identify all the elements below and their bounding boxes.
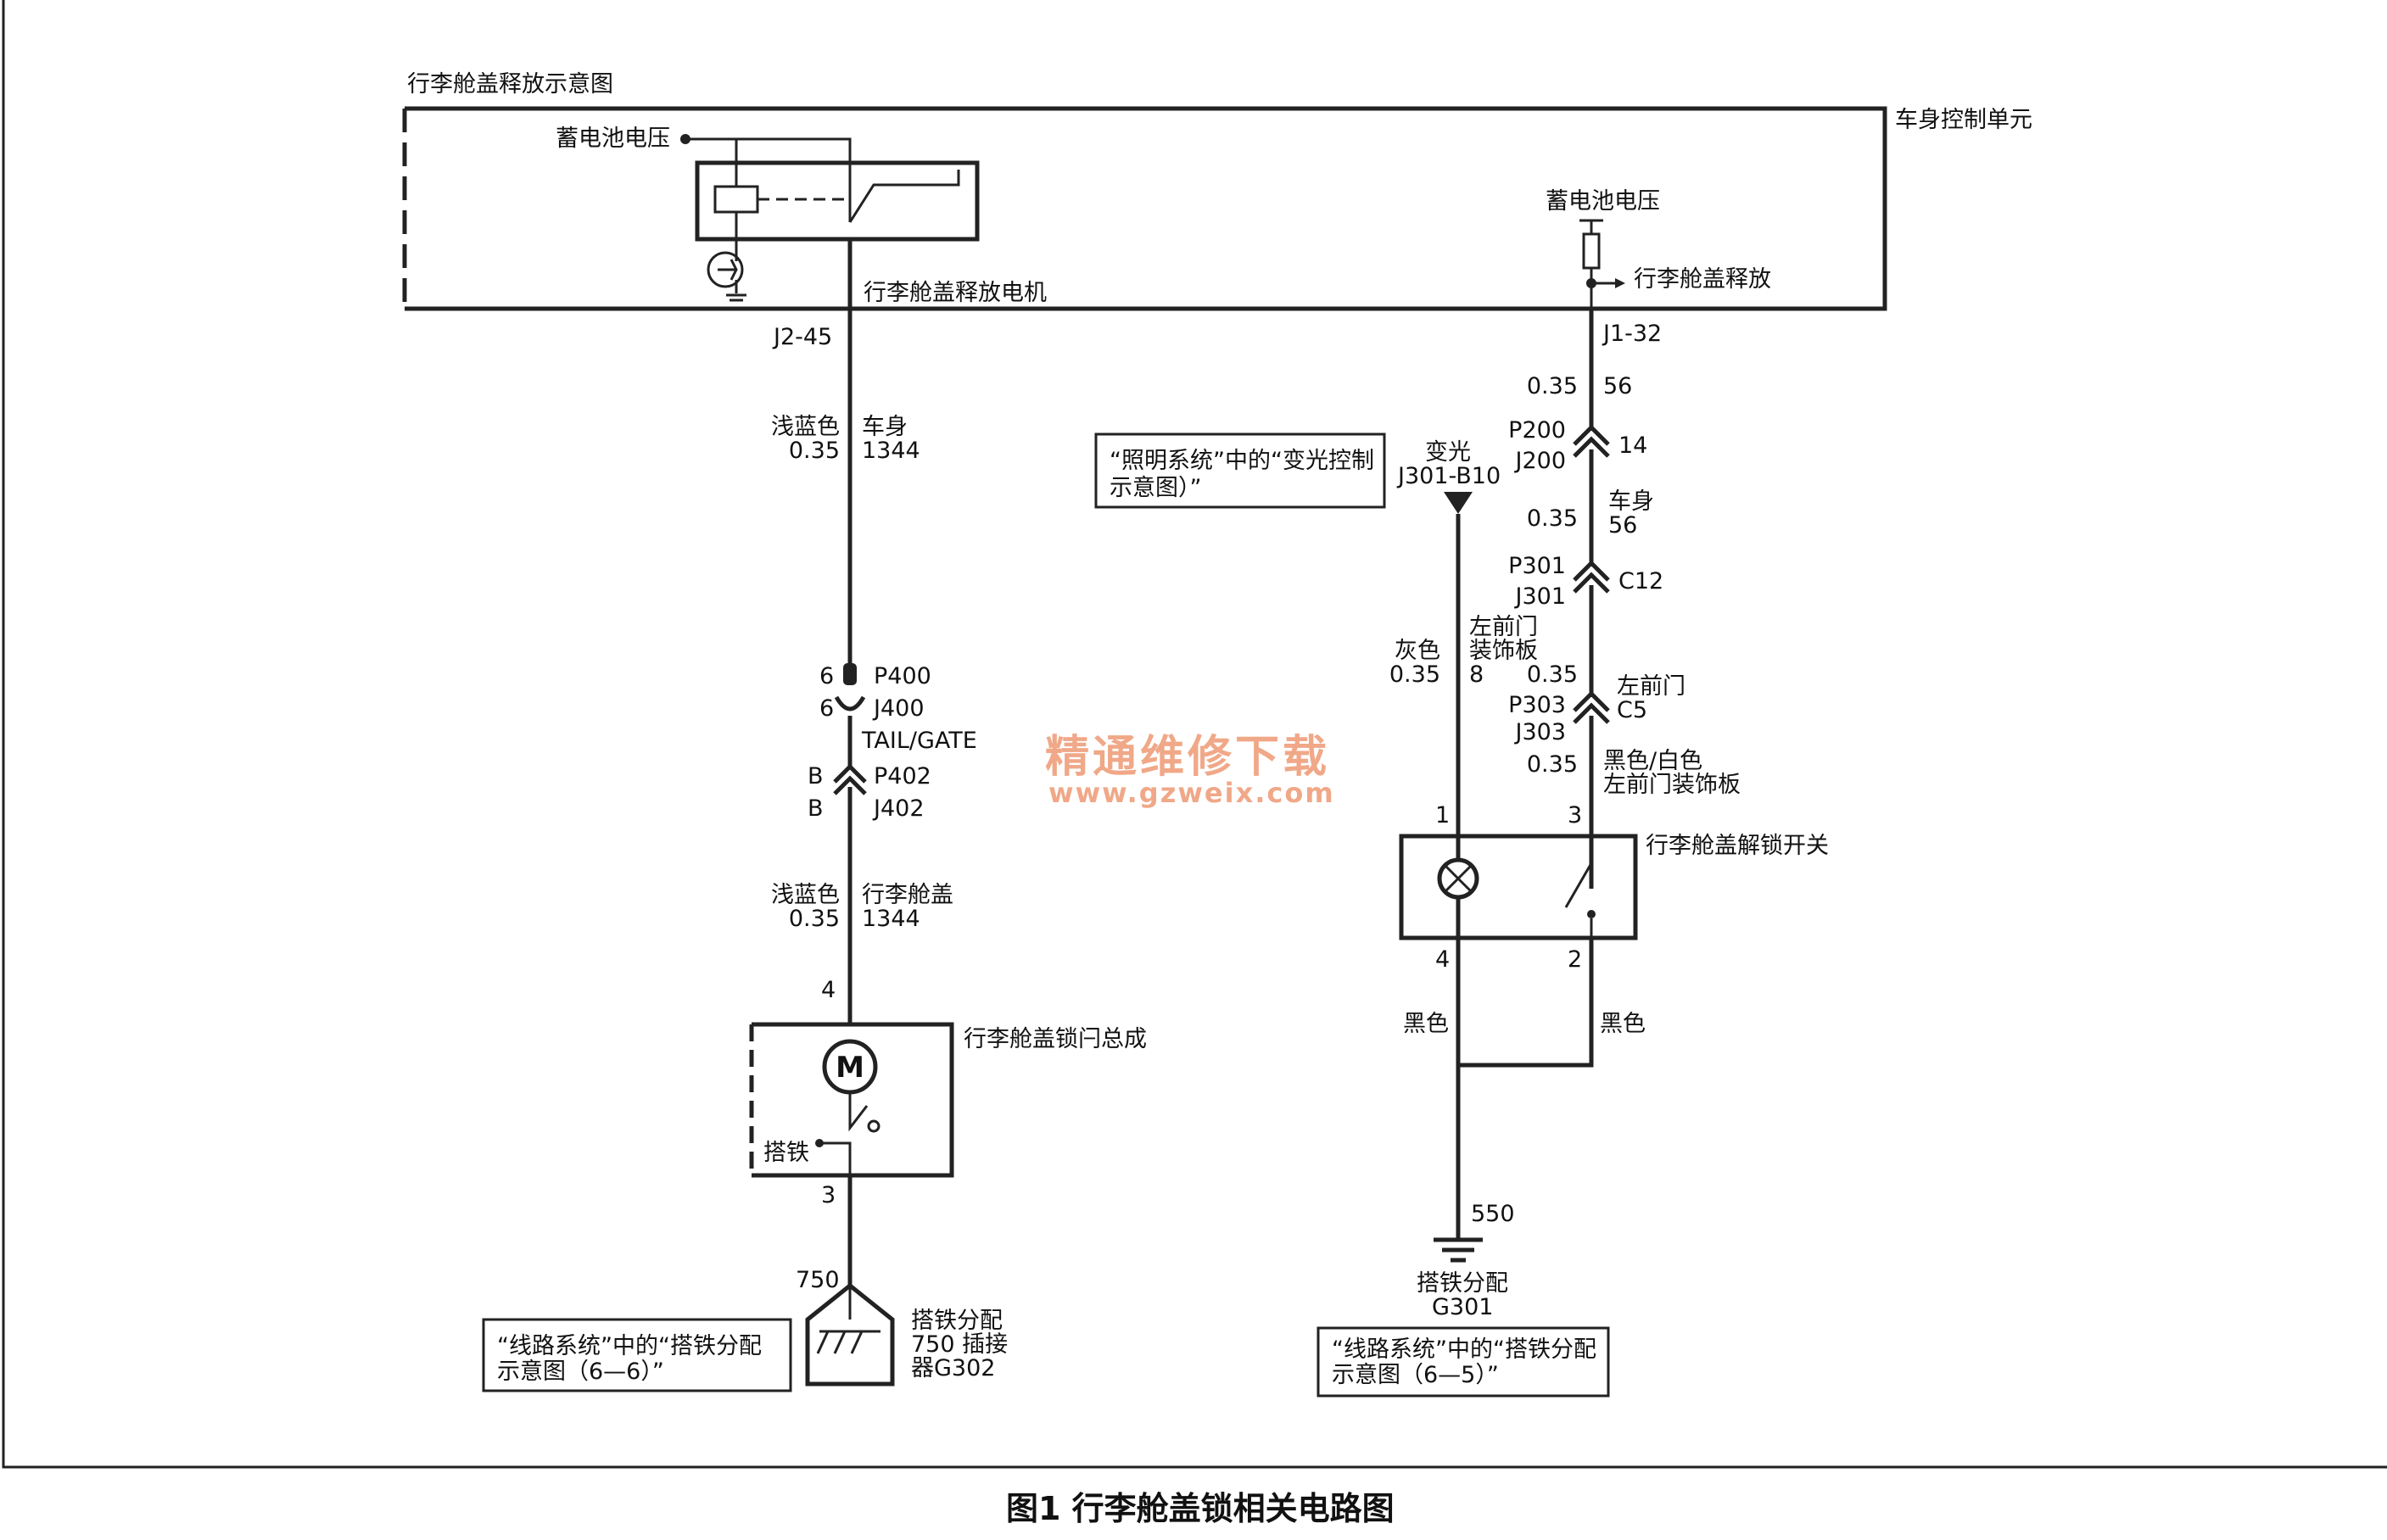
- ref1-line1: “线路系统”中的“搭铁分配: [497, 1333, 762, 1359]
- lock-pin-bottom: 3: [821, 1182, 836, 1208]
- j400-pin: 6: [819, 695, 834, 722]
- black-wire-left: 黑色: [1403, 1011, 1449, 1037]
- j200-label: J200: [1514, 448, 1567, 474]
- ref-dimmer-line1: “照明系统”中的“变光控制: [1110, 448, 1374, 474]
- connector-p200-j200: [1573, 424, 1610, 458]
- g302-line3: 器G302: [911, 1355, 995, 1381]
- connector-p303-j303: [1573, 690, 1610, 724]
- p402-label: P402: [874, 763, 931, 790]
- figure-caption: 图1 行李舱盖锁相关电路图: [1006, 1490, 1395, 1527]
- release-signal-label: 行李舱盖释放: [1634, 266, 1771, 293]
- left-bcu-internals: [680, 134, 980, 302]
- j402-label: J402: [872, 795, 925, 822]
- wire2-circuit: 1344: [862, 906, 920, 932]
- body-control-unit-label: 车身控制单元: [1895, 107, 2032, 133]
- j301-label: J301: [1514, 583, 1567, 610]
- battery-voltage-right: 蓄电池电压: [1546, 188, 1660, 215]
- g302-line2: 750 插接: [911, 1331, 1008, 1358]
- ground-g302-symbol: [805, 1282, 895, 1387]
- body-control-unit-box: [402, 106, 1887, 311]
- wire2-size: 0.35: [789, 906, 840, 932]
- ref-box-dimmer: [1094, 432, 1386, 509]
- g301-line2: G301: [1432, 1294, 1493, 1320]
- ground-circuit-550: 550: [1471, 1201, 1515, 1227]
- w3-size: 0.35: [1527, 661, 1578, 688]
- gray-wire-size: 0.35: [1389, 661, 1440, 688]
- watermark-cn: 精通维修下载: [1045, 732, 1330, 783]
- release-motor-label: 行李舱盖释放电机: [864, 280, 1047, 306]
- battery-voltage-left: 蓄电池电压: [556, 126, 670, 152]
- wire2-location: 行李舱盖: [862, 882, 953, 908]
- ground-circuit-750: 750: [796, 1267, 840, 1293]
- wire1-size: 0.35: [789, 438, 840, 464]
- w4-size: 0.35: [1527, 751, 1578, 778]
- release-diagram-title: 行李舱盖释放示意图: [407, 71, 613, 98]
- connector-p301-j301: [1573, 560, 1610, 594]
- c303-pin: C5: [1617, 697, 1647, 723]
- w3-location: 左前门: [1617, 673, 1685, 700]
- outer-frame: [2, 0, 2387, 1469]
- lock-assembly-label: 行李舱盖锁闩总成: [964, 1026, 1147, 1052]
- w1-circuit: 56: [1603, 373, 1632, 399]
- switch-pin-1: 1: [1435, 802, 1450, 829]
- switch-pin-3: 3: [1568, 802, 1582, 829]
- gray-wire-color: 灰色: [1395, 638, 1440, 664]
- p200-label: P200: [1508, 417, 1566, 444]
- p400-label: P400: [874, 663, 931, 689]
- j303-label: J303: [1514, 719, 1567, 745]
- connector-p400-j400: [834, 663, 866, 711]
- ref-dimmer-line2: 示意图）”: [1110, 475, 1202, 501]
- wire1-color: 浅蓝色: [771, 414, 840, 440]
- gray-wire-loc1: 左前门: [1469, 614, 1538, 640]
- pin-j2-45: J2-45: [772, 324, 832, 350]
- w2-circuit: 56: [1608, 512, 1637, 538]
- p402-pin: B: [808, 763, 824, 790]
- wire1-location: 车身: [862, 414, 908, 440]
- ref1-line2: 示意图（6—6）”: [497, 1359, 664, 1385]
- motor-symbol: M: [836, 1051, 864, 1085]
- ref2-line2: 示意图（6—5）”: [1332, 1362, 1499, 1388]
- j400-label: J400: [872, 695, 925, 722]
- w2-location: 车身: [1608, 488, 1654, 515]
- ref-box-ground-6-6: [482, 1318, 792, 1392]
- ground-wires: [1434, 938, 1594, 1263]
- p301-label: P301: [1508, 553, 1566, 579]
- p303-label: P303: [1508, 692, 1566, 718]
- p400-pin: 6: [819, 663, 834, 689]
- dimmer-label: 变光: [1425, 439, 1471, 466]
- lock-assembly-box: [749, 1022, 954, 1178]
- w4-location: 左前门装饰板: [1603, 772, 1741, 798]
- c200-pin: 14: [1618, 432, 1647, 459]
- dimmer-input-arrow: [1444, 492, 1473, 514]
- wire2-color: 浅蓝色: [771, 882, 840, 908]
- w2-size: 0.35: [1527, 505, 1578, 532]
- watermark-url: www.gzweix.com: [1048, 777, 1335, 809]
- unlock-switch-box: [1399, 834, 1638, 940]
- dimmer-pin: J301-B10: [1396, 463, 1501, 489]
- lock-ground-label: 搭铁: [763, 1140, 809, 1166]
- ref-box-ground-6-5: [1316, 1326, 1610, 1398]
- switch-name: 行李舱盖解锁开关: [1646, 833, 1829, 859]
- w4-color: 黑色/白色: [1603, 748, 1702, 774]
- wire1-circuit: 1344: [862, 438, 920, 464]
- gray-wire-loc2: 装饰板: [1469, 638, 1538, 664]
- g301-line1: 搭铁分配: [1417, 1270, 1508, 1297]
- w1-size: 0.35: [1527, 373, 1578, 399]
- ref2-line1: “线路系统”中的“搭铁分配: [1332, 1336, 1596, 1363]
- lock-pin-top: 4: [821, 977, 836, 1003]
- right-bcu-internals: [1579, 219, 1625, 309]
- g302-line1: 搭铁分配: [911, 1308, 1003, 1334]
- switch-pin-2: 2: [1568, 946, 1582, 973]
- switch-pin-4: 4: [1435, 946, 1450, 973]
- tailgate-label: TAIL/GATE: [861, 728, 977, 754]
- connector-p402-j402: [833, 763, 867, 795]
- c301-pin: C12: [1618, 568, 1663, 594]
- gray-wire-circuit: 8: [1469, 661, 1484, 688]
- pin-j1-32: J1-32: [1602, 321, 1662, 347]
- black-wire-right: 黑色: [1600, 1011, 1646, 1037]
- j402-pin: B: [808, 795, 824, 822]
